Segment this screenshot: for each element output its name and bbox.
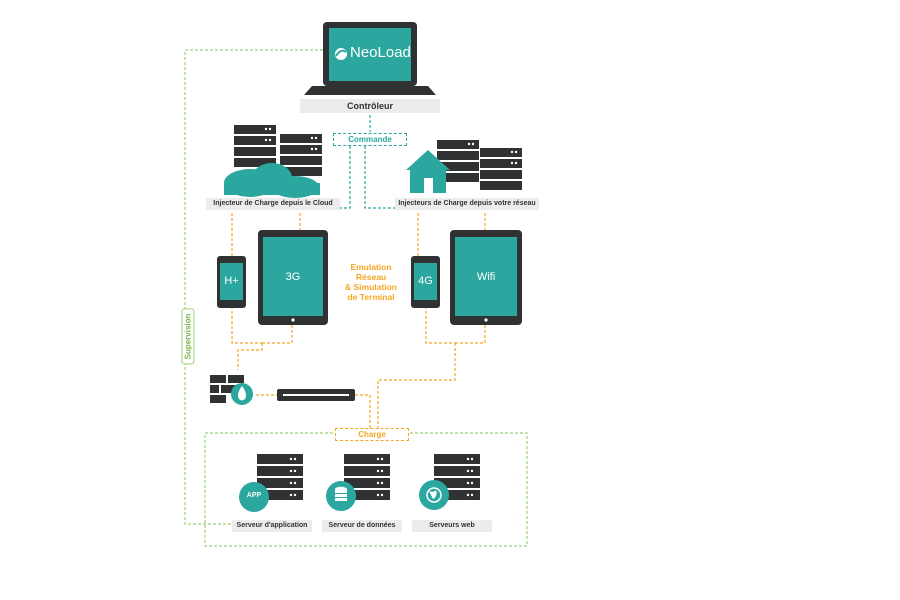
tablet-left-label: 3G: [285, 271, 301, 283]
charge-label: Charge: [335, 428, 409, 441]
supervision-line: [184, 49, 323, 525]
cloud-injector-label: Injecteur de Charge depuis le Cloud: [206, 198, 340, 210]
commande-label: Commande: [333, 133, 407, 146]
cloud-injector: [224, 125, 322, 198]
app-server-label: Serveur d'application: [232, 520, 312, 532]
network-injector-label: Injecteurs de Charge depuis votre réseau: [395, 198, 539, 210]
emulation-text: Emulation Réseau & Simulation de Termina…: [336, 262, 406, 302]
command-lines: [340, 110, 395, 209]
tablet-right: [450, 230, 522, 325]
network-injector: [406, 140, 522, 193]
phone-right-label: 4G: [418, 275, 433, 287]
firewall-icon: [210, 375, 253, 405]
phone-left-label: H+: [224, 275, 239, 287]
emulation-line-1: Emulation: [350, 262, 392, 272]
tablet-left: [258, 230, 328, 325]
supervision-label: Supervision: [181, 308, 195, 365]
tablet-right-label: Wifi: [476, 271, 496, 283]
web-server: [419, 454, 480, 510]
neoload-logo-text: NeoLoad: [350, 44, 411, 61]
controller-laptop: [304, 22, 436, 95]
app-icon: [239, 482, 269, 512]
cloud-icon: [224, 163, 320, 198]
db-server-label: Serveur de données: [322, 520, 402, 532]
house-icon: [406, 150, 450, 193]
app-badge: APP: [246, 492, 262, 499]
app-server: [239, 454, 303, 512]
charge-lines: [231, 213, 486, 428]
emulation-line-3: & Simulation: [345, 282, 397, 292]
phone-left: [217, 256, 246, 308]
controller-label: Contrôleur: [300, 99, 440, 113]
router-icon: [277, 389, 355, 401]
phone-right: [411, 256, 440, 308]
emulation-line-2: Réseau: [355, 272, 387, 282]
web-server-label: Serveurs web: [412, 520, 492, 532]
emulation-line-4: de Terminal: [347, 292, 395, 302]
db-server: [326, 454, 390, 511]
